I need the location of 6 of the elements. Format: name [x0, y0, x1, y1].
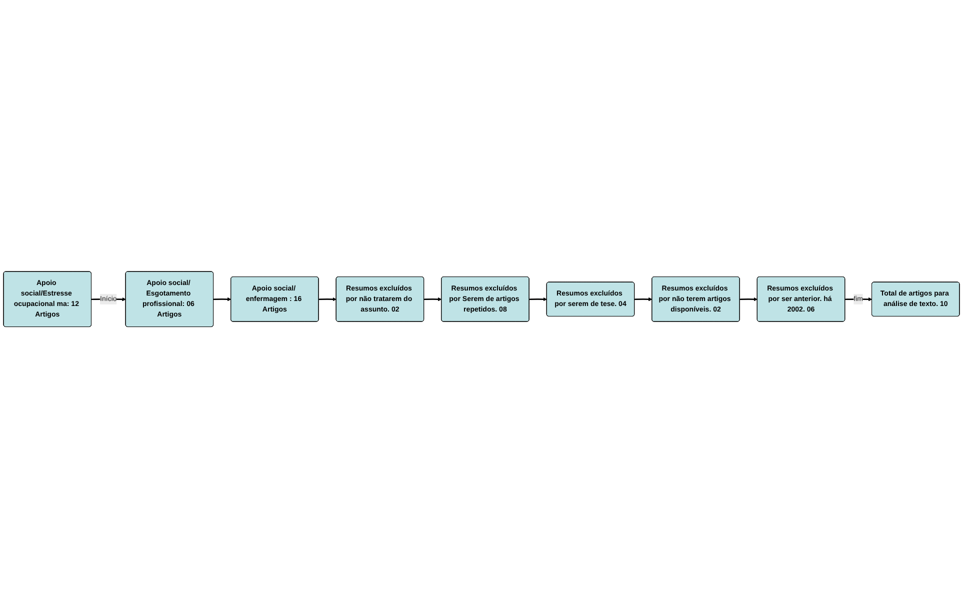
arrow [318, 298, 336, 302]
arrow [213, 298, 232, 302]
arrow [634, 298, 652, 302]
arrow [529, 298, 547, 302]
arrow [740, 298, 758, 302]
arrow [424, 298, 442, 302]
